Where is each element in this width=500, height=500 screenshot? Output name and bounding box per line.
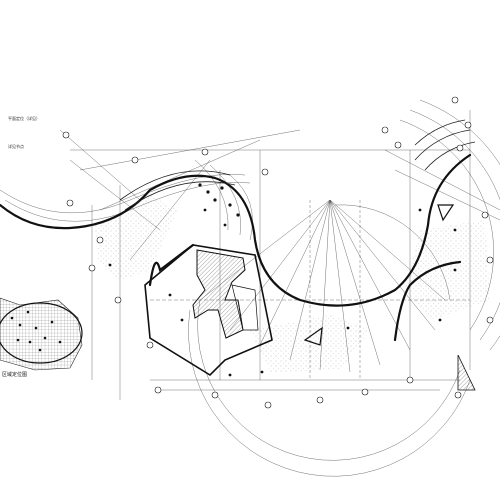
- building-outline: [144, 244, 273, 377]
- building-inner-room: [231, 284, 259, 331]
- detail-symbols: [108, 183, 457, 377]
- paving-area-east: [405, 220, 490, 320]
- section-triangle-hatched: [457, 354, 476, 391]
- paving-area-south: [250, 315, 370, 372]
- drawing-note-1: 平面定位（详见）: [8, 116, 40, 121]
- building-core-hatched: [192, 249, 246, 339]
- triangle-marker-east: [437, 204, 455, 222]
- location-map-inset: [0, 297, 83, 371]
- grid-axis-markers: [62, 96, 494, 409]
- main-path-edges: [0, 153, 472, 342]
- arc-bands: [119, 119, 476, 211]
- triangle-marker-south: [303, 326, 323, 346]
- construction-lines: [0, 99, 500, 477]
- inset-caption: 区域定位图: [2, 372, 28, 378]
- drawing-note-2: 详见节点: [8, 144, 24, 149]
